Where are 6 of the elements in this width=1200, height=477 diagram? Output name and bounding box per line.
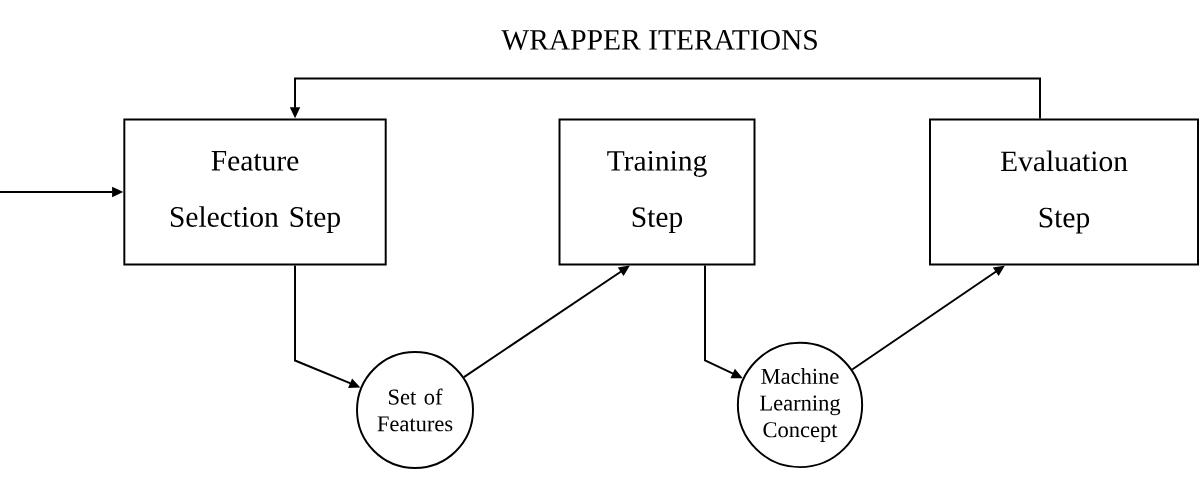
circle-node: Set of Features <box>356 351 474 469</box>
edge-label: WRAPPER ITERATIONS <box>499 28 821 52</box>
process-box: Feature Selection Step <box>123 118 387 266</box>
circle-node: Machine Learning Concept <box>736 341 864 469</box>
process-box: Training Step <box>558 118 756 266</box>
process-box: Evaluation Step <box>929 118 1199 266</box>
